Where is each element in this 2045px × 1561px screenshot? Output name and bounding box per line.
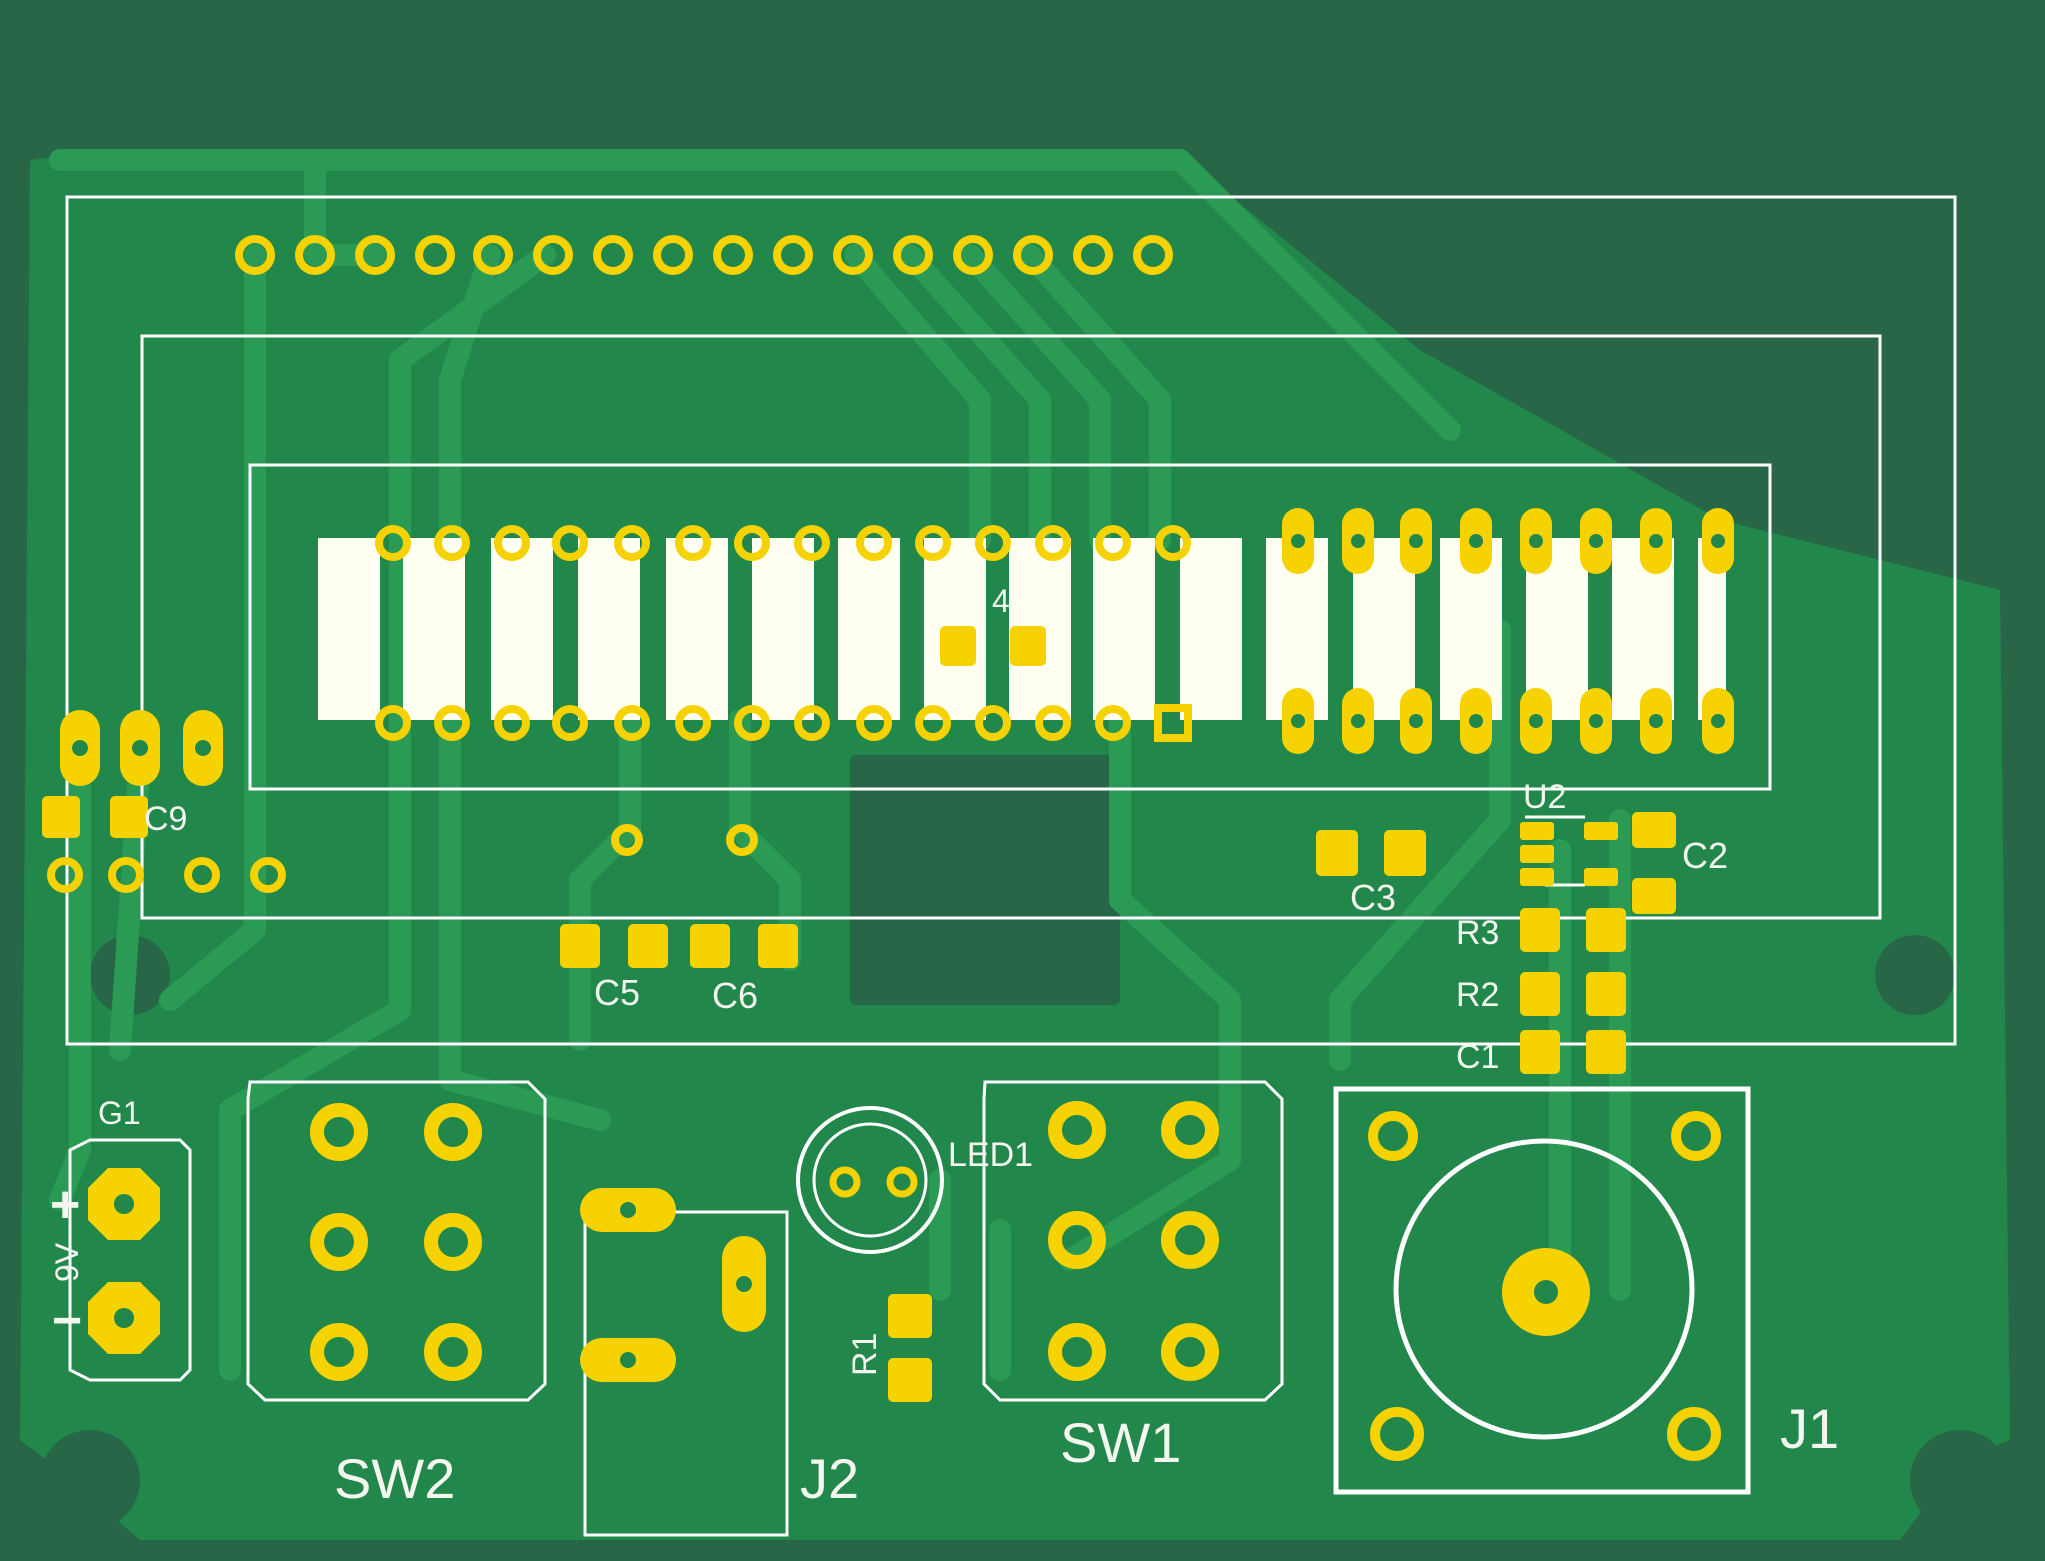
pin-pad xyxy=(593,235,633,275)
pin-pad xyxy=(295,235,335,275)
pin-pad xyxy=(355,235,395,275)
g1-outline xyxy=(68,1138,192,1382)
label-r1: R1 xyxy=(846,1333,884,1376)
pin-pad xyxy=(1013,235,1053,275)
label-c9: C9 xyxy=(144,800,187,838)
label-j1: J1 xyxy=(1780,1397,1839,1460)
sw1-outline xyxy=(982,1080,1284,1402)
led1-inner-outline xyxy=(812,1122,928,1238)
label-c1: C1 xyxy=(1456,1038,1499,1076)
pin-pad xyxy=(773,235,813,275)
label-c2: C2 xyxy=(1682,835,1728,876)
label-j2: J2 xyxy=(800,1447,859,1510)
j1-ring xyxy=(1393,1138,1695,1440)
pin-pad xyxy=(833,235,873,275)
sw2-outline xyxy=(246,1080,547,1402)
lcd-outline-outer xyxy=(65,195,1957,1046)
sw2-pads xyxy=(310,1103,482,1381)
r3-r2-c1-pads xyxy=(1520,908,1626,1074)
label-battery-minus: − xyxy=(52,1292,82,1350)
j1-pads xyxy=(1368,1111,1721,1461)
sw1-pads xyxy=(1048,1101,1219,1381)
pin-pad xyxy=(415,235,455,275)
pin-pad xyxy=(653,235,693,275)
pin-pad xyxy=(235,235,275,275)
u2-pads xyxy=(1520,822,1618,886)
pin-pad xyxy=(533,235,573,275)
silkscreen-outlines xyxy=(65,195,1957,1537)
pin-pad xyxy=(1133,235,1173,275)
c9-region-pads xyxy=(42,710,286,893)
pin-pad xyxy=(473,235,513,275)
label-r2: R2 xyxy=(1456,976,1499,1014)
g1-pads xyxy=(88,1168,160,1354)
pin-pad xyxy=(1073,235,1113,275)
label-led1: LED1 xyxy=(948,1136,1033,1174)
label-c6: C6 xyxy=(712,975,758,1016)
header-pins xyxy=(235,235,1173,275)
label-c3: C3 xyxy=(1350,877,1396,918)
j2-pads xyxy=(580,1188,766,1382)
lcd-outline-middle xyxy=(140,334,1882,920)
label-sw1: SW1 xyxy=(1060,1411,1181,1474)
pin-pad xyxy=(893,235,933,275)
label-u4-partial: 4 xyxy=(992,583,1010,619)
label-u2: U2 xyxy=(1523,778,1566,816)
c5-c6-pads xyxy=(560,824,798,968)
display-connector-holes xyxy=(1291,534,1725,728)
u4-pins xyxy=(375,525,1191,741)
u4-center-pads xyxy=(940,626,1046,666)
pin-pad xyxy=(713,235,753,275)
led1-outline xyxy=(796,1106,944,1254)
label-c5: C5 xyxy=(594,972,640,1013)
r1-pads xyxy=(888,1294,932,1402)
label-g1: G1 xyxy=(98,1095,141,1131)
copper-traces xyxy=(49,149,1631,1381)
label-sw2: SW2 xyxy=(334,1447,455,1510)
u4-pin1-square xyxy=(1154,704,1192,742)
label-battery-plus: + xyxy=(50,1176,80,1234)
label-r3: R3 xyxy=(1456,914,1499,952)
label-battery-voltage: 9V xyxy=(49,1242,85,1282)
led1-pads xyxy=(829,1166,918,1198)
c2-pads xyxy=(1632,812,1676,914)
j1-outline xyxy=(1333,1086,1751,1495)
silkscreen-labels: C9 C5 C6 C3 C2 U2 R3 R2 C1 G1 + − 9V SW2… xyxy=(49,583,1839,1510)
c3-pads xyxy=(1316,830,1426,876)
pin-pad xyxy=(953,235,993,275)
keepout-areas xyxy=(40,755,2010,1530)
j2-outline xyxy=(583,1210,789,1537)
lcd-outline-inner xyxy=(248,463,1772,791)
